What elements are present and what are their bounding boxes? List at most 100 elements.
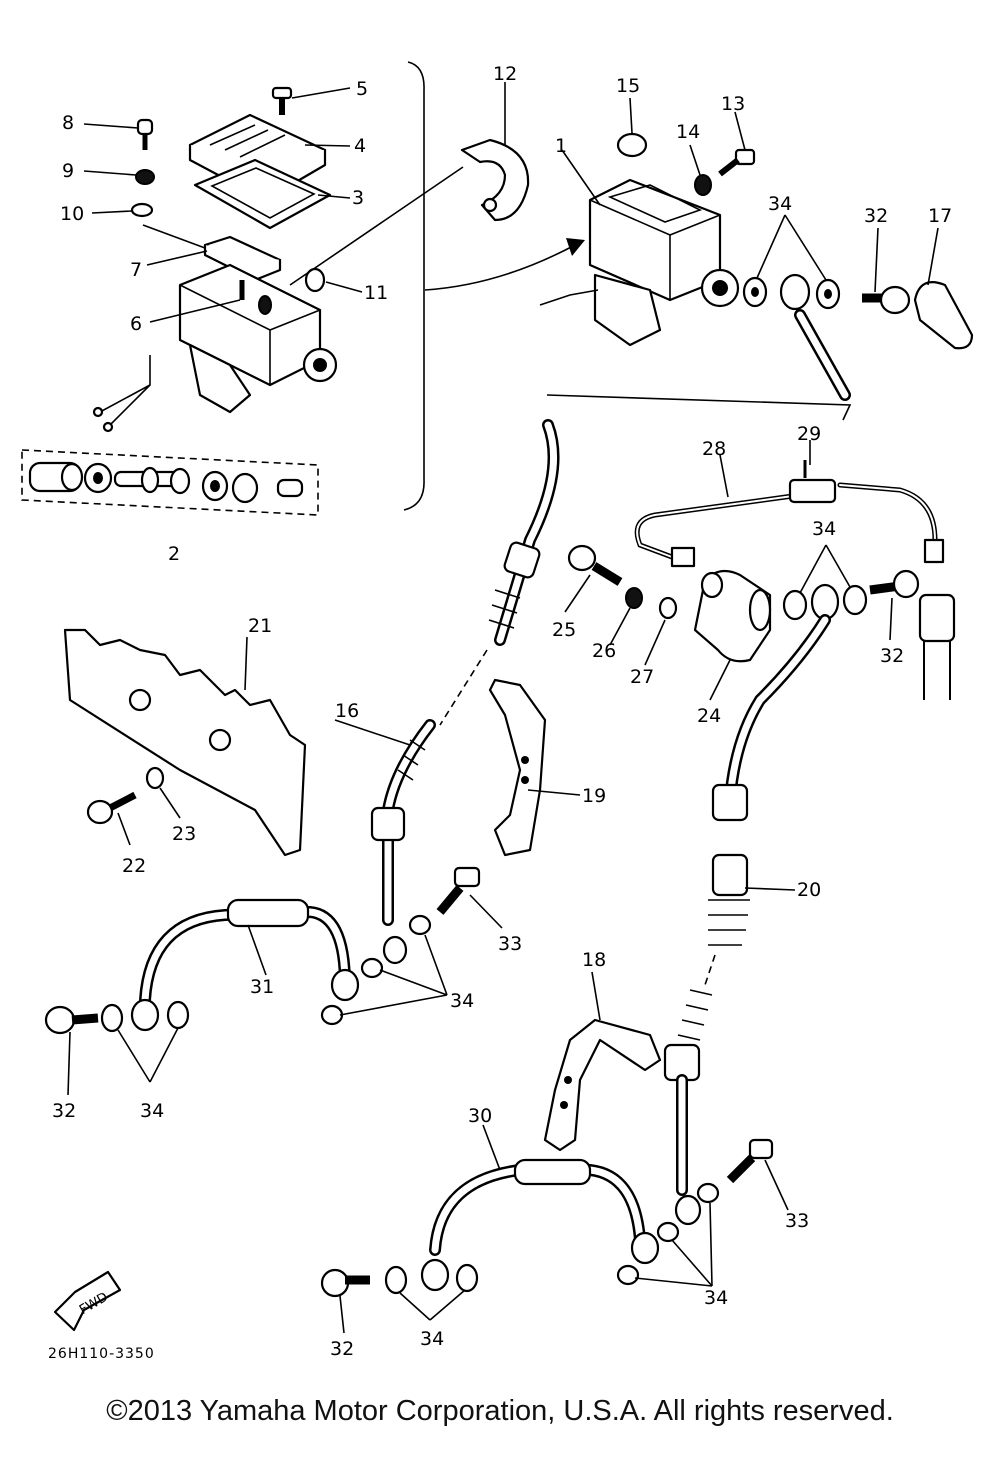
master-cylinder-installed-icon xyxy=(539,178,740,347)
callout-34-left-hose: 34 xyxy=(450,990,474,1012)
callout-30: 30 xyxy=(468,1105,492,1127)
master-cylinder-exploded-group xyxy=(21,61,585,516)
callout-21: 21 xyxy=(248,615,272,637)
part-32-bolt-icon xyxy=(869,569,920,599)
part-8-bolt-icon xyxy=(136,118,154,150)
callout-7: 7 xyxy=(130,259,142,281)
callout-5: 5 xyxy=(356,78,368,100)
part-5-screw-icon xyxy=(271,86,293,115)
callout-12: 12 xyxy=(493,63,517,85)
callout-23: 23 xyxy=(172,823,196,845)
callout-22: 22 xyxy=(122,855,146,877)
callout-26: 26 xyxy=(592,640,616,662)
part-18-bracket-icon xyxy=(543,1018,662,1152)
part-17-cap-icon xyxy=(913,281,974,350)
callout-27: 27 xyxy=(630,666,654,688)
part-34-washer-icon xyxy=(616,1264,640,1286)
part-34-washer-icon xyxy=(656,1221,680,1243)
diagram-code: 26H110-3350 xyxy=(48,1346,155,1362)
part-2-repair-kit-icon xyxy=(21,449,319,516)
copyright-notice: ©2013 Yamaha Motor Corporation, U.S.A. A… xyxy=(106,1395,894,1427)
callout-9: 9 xyxy=(62,160,74,182)
part-34-washer-icon xyxy=(842,584,868,616)
part-21-bracket-icon xyxy=(63,628,307,857)
part-22-bolt-icon xyxy=(86,791,137,825)
callout-8: 8 xyxy=(62,112,74,134)
callout-14: 14 xyxy=(676,121,700,143)
master-cylinder-assembly-group xyxy=(539,132,974,421)
part-20-brake-hose-icon xyxy=(663,614,831,1226)
callout-32-left: 32 xyxy=(52,1100,76,1122)
callout-3: 3 xyxy=(352,187,364,209)
part-12-clamp-icon xyxy=(460,138,530,222)
callout-18: 18 xyxy=(582,949,606,971)
part-34-washer-icon xyxy=(360,957,384,979)
leader-lines xyxy=(67,82,939,1334)
fwd-arrow-icon: FWD xyxy=(53,1270,122,1332)
part-34-washer-icon xyxy=(408,914,432,936)
part-3-diaphragm-icon xyxy=(193,158,332,230)
callout-19: 19 xyxy=(582,785,606,807)
callout-25: 25 xyxy=(552,619,576,641)
callout-32-mid: 32 xyxy=(880,645,904,667)
part-34-washer-icon xyxy=(696,1182,720,1204)
callout-20: 20 xyxy=(797,879,821,901)
part-32-bolt-icon xyxy=(44,1005,99,1035)
banjo-fitting-icon xyxy=(779,273,811,311)
part-24-joint-block-icon xyxy=(693,569,772,663)
callout-1: 1 xyxy=(555,135,567,157)
part-32-bolt-icon xyxy=(862,285,911,315)
part-13-bolt-icon xyxy=(718,148,756,177)
part-27-washer-icon xyxy=(658,596,678,620)
callout-34-top: 34 xyxy=(768,193,792,215)
part-16-brake-hose-icon xyxy=(370,419,560,965)
part-33-bolt-icon xyxy=(726,1138,774,1184)
callout-31: 31 xyxy=(250,976,274,998)
part-10-washer-icon xyxy=(130,202,154,218)
callout-34-mid: 34 xyxy=(812,518,836,540)
part-34-washer-icon xyxy=(320,1004,344,1026)
callout-34-bottom: 34 xyxy=(420,1328,444,1350)
callout-10: 10 xyxy=(60,203,84,225)
callout-labels: 5 4 3 8 9 10 7 6 11 2 12 1 15 13 14 34 3… xyxy=(52,63,952,1360)
callout-34-left: 34 xyxy=(140,1100,164,1122)
part-32-bolt-icon xyxy=(320,1268,370,1298)
part-26-washer-icon xyxy=(625,587,643,609)
callout-6: 6 xyxy=(130,313,142,335)
hose-end-fitting-icon xyxy=(918,593,956,700)
callout-33-left: 33 xyxy=(498,933,522,955)
banjo-fitting-icon xyxy=(810,583,840,621)
part-7-plate-icon xyxy=(203,235,282,282)
callout-2: 2 xyxy=(168,543,180,565)
part-34-washer-icon xyxy=(455,1263,479,1293)
part-31-brake-hose-icon xyxy=(130,898,360,1032)
callout-28: 28 xyxy=(702,438,726,460)
callout-34-right: 34 xyxy=(704,1287,728,1309)
part-34-washer-icon xyxy=(384,1265,408,1295)
part-34-washer-icon xyxy=(782,589,808,621)
brake-parts-diagram: FWD 26H110-3350 xyxy=(21,61,974,1362)
callout-32-top: 32 xyxy=(864,205,888,227)
callout-4: 4 xyxy=(354,135,366,157)
callout-29: 29 xyxy=(797,423,821,445)
callout-17: 17 xyxy=(928,205,952,227)
callout-13: 13 xyxy=(721,93,745,115)
part-34-washer-icon xyxy=(166,1000,190,1030)
part-15-cap-plug-icon xyxy=(616,132,648,158)
part-28-brake-pipe-icon xyxy=(634,482,945,568)
callout-33-right: 33 xyxy=(785,1210,809,1232)
part-29-joint-icon xyxy=(788,460,837,504)
callout-11: 11 xyxy=(364,282,388,304)
callout-24: 24 xyxy=(697,705,721,727)
callout-15: 15 xyxy=(616,75,640,97)
master-cylinder-body-icon xyxy=(178,263,338,414)
callout-32-bottom: 32 xyxy=(330,1338,354,1360)
part-34-washer-icon xyxy=(100,1003,124,1033)
part-9-nut-icon xyxy=(135,169,155,185)
part-33-bolt-icon xyxy=(436,866,481,915)
part-23-washer-icon xyxy=(145,766,165,790)
part-11-seal-icon xyxy=(304,267,326,293)
part-14-washer-icon xyxy=(694,174,712,196)
part-30-brake-hose-icon xyxy=(420,1158,660,1292)
callout-16: 16 xyxy=(335,700,359,722)
